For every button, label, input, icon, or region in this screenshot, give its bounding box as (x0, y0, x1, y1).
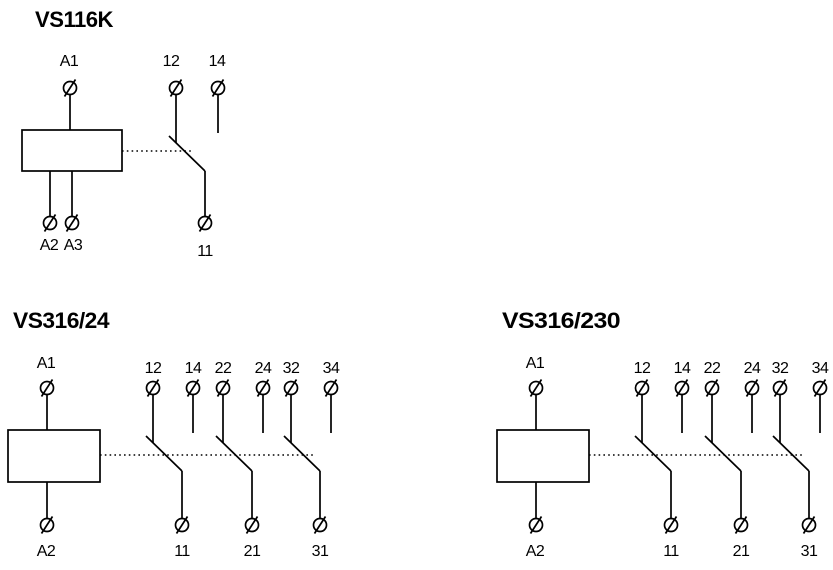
terminal-icon-22 (215, 378, 231, 398)
terminal-label-a3: A3 (64, 237, 83, 254)
terminal-label-22: 22 (215, 360, 232, 377)
terminal-label-14: 14 (185, 360, 202, 377)
terminal-label-a1: A1 (526, 355, 545, 372)
terminal-icon-12 (168, 78, 184, 98)
terminal-label-31: 31 (801, 543, 818, 560)
terminal-label-12: 12 (163, 53, 180, 70)
terminal-icon-34 (323, 378, 339, 398)
terminal-icon-a1 (39, 378, 55, 398)
terminal-icon-a2 (39, 515, 55, 535)
terminal-icon-24 (744, 378, 760, 398)
terminal-label-a1: A1 (37, 355, 56, 372)
terminal-label-24: 24 (255, 360, 272, 377)
terminal-icon-31 (312, 515, 328, 535)
terminal-label-34: 34 (812, 360, 829, 377)
terminal-label-34: 34 (323, 360, 340, 377)
relay-coil-box (7, 429, 101, 483)
contact-arm-1 (634, 435, 672, 472)
figure-vs116k: VS116K A1 A2 A3 12 14 11 (15, 4, 255, 281)
terminal-label-32: 32 (772, 360, 789, 377)
terminal-icon-22 (704, 378, 720, 398)
diagram-title: VS116K (35, 7, 114, 32)
terminal-icon-14 (674, 378, 690, 398)
terminal-label-14: 14 (674, 360, 691, 377)
terminal-label-21: 21 (244, 543, 261, 560)
contact-arm-2 (704, 435, 742, 472)
vs116k-schematic: VS116K A1 A2 A3 12 14 11 (21, 7, 227, 260)
figure-vs316-230: VS316/230 A1 A2 12 14 11 22 24 (494, 303, 833, 570)
terminal-icon-12 (634, 378, 650, 398)
terminal-icon-a3 (64, 213, 80, 233)
contact-arm-2 (215, 435, 253, 472)
terminal-icon-a2 (42, 213, 58, 233)
terminal-icon-14 (185, 378, 201, 398)
terminal-icon-11 (174, 515, 190, 535)
terminal-icon-a1 (528, 378, 544, 398)
terminal-icon-31 (801, 515, 817, 535)
diagram-title: VS316/24 (13, 308, 110, 333)
terminal-icon-a1 (62, 78, 78, 98)
vs316-230-schematic: VS316/230 A1 A2 12 14 11 22 24 (496, 308, 830, 560)
terminal-label-11: 11 (663, 543, 679, 560)
terminal-label-32: 32 (283, 360, 300, 377)
relay-coil-box (496, 429, 590, 483)
terminal-label-24: 24 (744, 360, 761, 377)
vs316-24-schematic: VS316/24 A1 A2 12 14 11 22 24 (7, 308, 341, 560)
terminal-icon-a2 (528, 515, 544, 535)
diagram-title: VS316/230 (502, 308, 620, 333)
terminal-icon-32 (283, 378, 299, 398)
contact-arm-1 (168, 135, 206, 172)
figure-vs316-24: VS316/24 A1 A2 12 14 11 22 24 (5, 303, 350, 570)
terminal-label-22: 22 (704, 360, 721, 377)
terminal-label-a2: A2 (526, 543, 545, 560)
terminal-label-31: 31 (312, 543, 329, 560)
terminal-label-21: 21 (733, 543, 750, 560)
terminal-icon-24 (255, 378, 271, 398)
terminal-label-11: 11 (197, 243, 213, 260)
contact-arm-3 (283, 435, 321, 472)
terminal-label-a2: A2 (40, 237, 59, 254)
terminal-label-14: 14 (209, 53, 226, 70)
terminal-label-11: 11 (174, 543, 190, 560)
contact-arm-1 (145, 435, 183, 472)
terminal-label-a1: A1 (60, 53, 79, 70)
terminal-label-a2: A2 (37, 543, 56, 560)
terminal-icon-32 (772, 378, 788, 398)
terminal-icon-21 (244, 515, 260, 535)
terminal-icon-11 (663, 515, 679, 535)
terminal-label-12: 12 (145, 360, 162, 377)
terminal-icon-12 (145, 378, 161, 398)
relay-coil-box (21, 129, 123, 172)
terminal-icon-11 (197, 213, 213, 233)
terminal-icon-14 (210, 78, 226, 98)
terminal-icon-21 (733, 515, 749, 535)
terminal-label-12: 12 (634, 360, 651, 377)
terminal-icon-34 (812, 378, 828, 398)
contact-arm-3 (772, 435, 810, 472)
